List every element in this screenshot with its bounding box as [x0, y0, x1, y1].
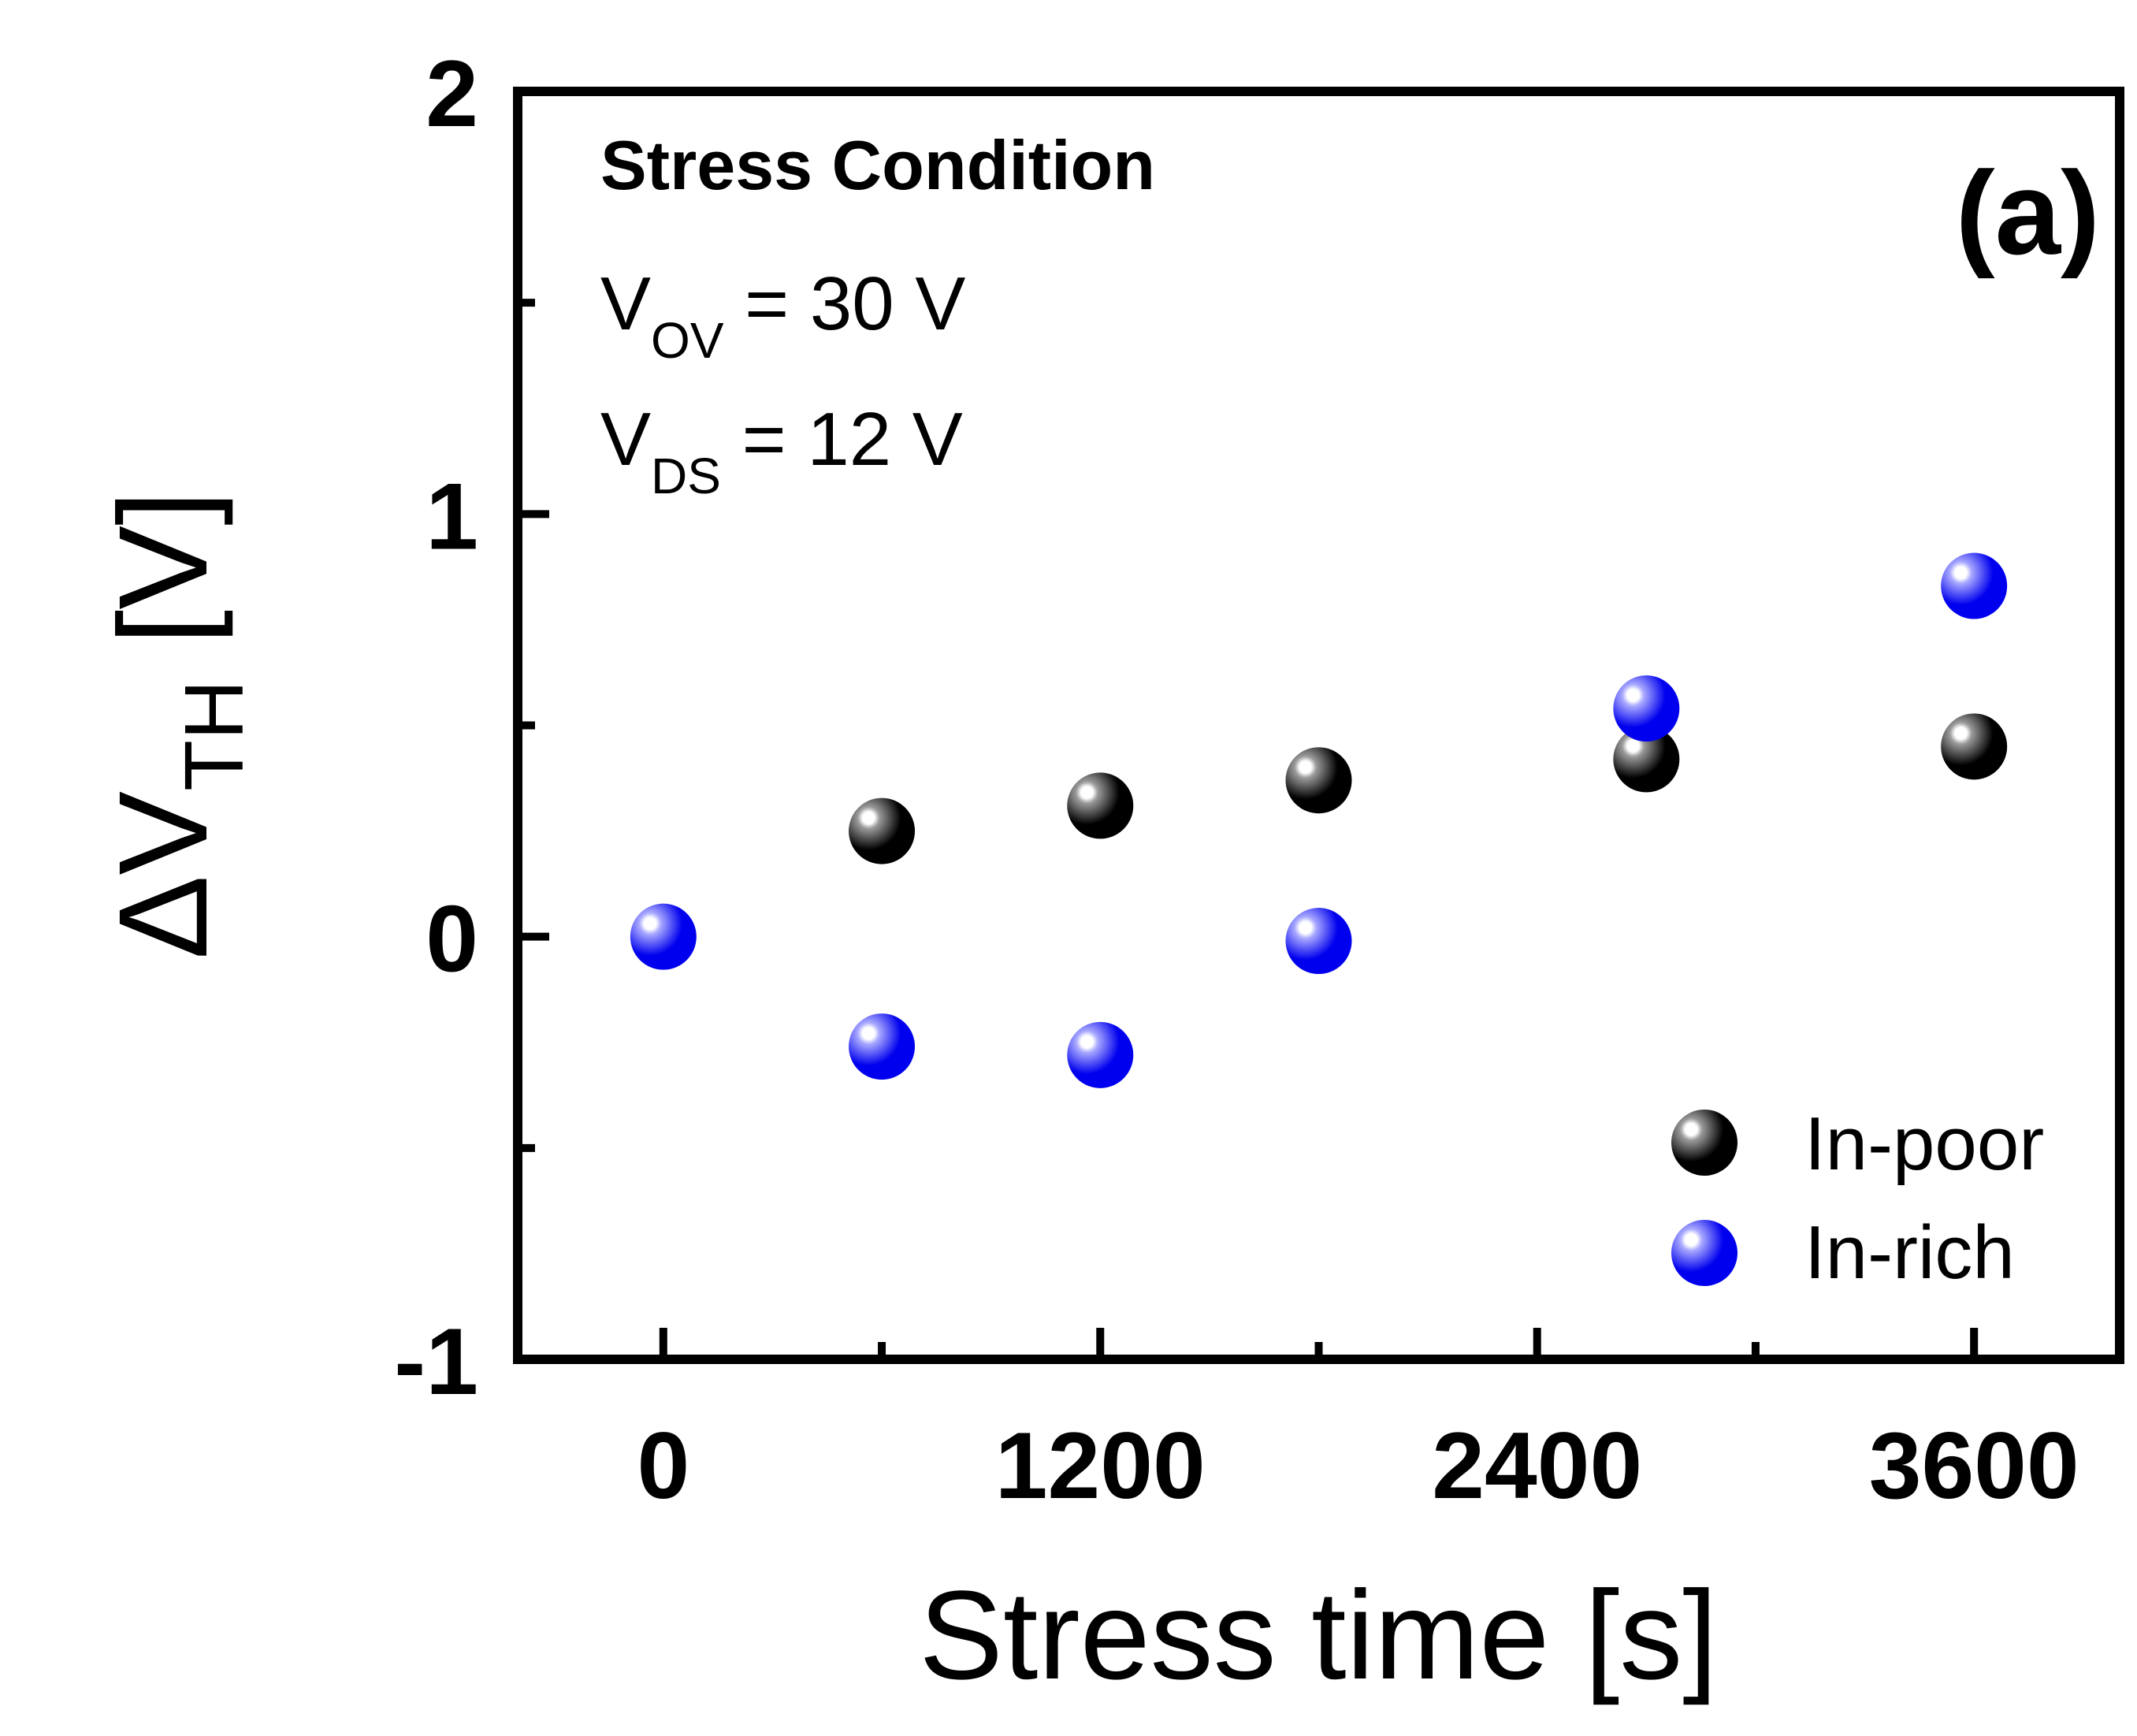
vds-sub: DS: [651, 448, 721, 504]
legend-marker-in-poor: [1671, 1110, 1737, 1176]
data-point-in-rich: [1285, 908, 1352, 975]
vov-main: V: [600, 262, 651, 346]
data-point-in-rich: [1067, 1021, 1134, 1088]
x-axis-title: Stress time [s]: [919, 1564, 1718, 1705]
data-markers: [630, 552, 2008, 1088]
annotation-title: Stress Condition: [600, 126, 1155, 204]
data-point-in-poor: [1067, 772, 1134, 839]
y-axis-title: ΔVTH [V]: [92, 491, 261, 960]
y-tick-label: 0: [426, 887, 478, 992]
legend-marker-in-rich: [1671, 1220, 1737, 1286]
plot-frame: [513, 87, 2124, 1364]
data-point-in-poor: [849, 797, 916, 864]
y-tick-label: -1: [394, 1309, 478, 1414]
vov-rest: = 30 V: [724, 262, 966, 346]
y-title-suffix: [V]: [92, 491, 233, 680]
data-point-in-poor: [1613, 726, 1680, 793]
annotation-vov: VOV = 30 V: [600, 262, 965, 369]
x-tick-label: 3600: [1869, 1413, 2079, 1519]
legend-label-in-poor: In-poor: [1804, 1102, 2044, 1186]
vds-main: V: [600, 397, 651, 481]
data-point-in-poor: [1941, 713, 2008, 780]
data-point-in-rich: [630, 903, 697, 970]
y-tick-label: 2: [426, 41, 478, 147]
data-point-in-rich: [1613, 675, 1680, 742]
panel-label: (a): [1956, 147, 2100, 279]
y-title-sub: TH: [168, 680, 261, 791]
vov-sub: OV: [651, 312, 724, 369]
y-title-prefix: ΔV: [92, 791, 233, 960]
data-point-in-poor: [1285, 747, 1352, 814]
annotation-vds: VDS = 12 V: [600, 397, 963, 504]
vds-rest: = 12 V: [721, 397, 963, 481]
data-point-in-rich: [849, 1013, 916, 1080]
y-tick-label: 1: [426, 463, 478, 569]
axis-tick-labels: -1 0 1 2 0 1200 2400 3600: [394, 41, 2079, 1519]
x-tick-label: 0: [637, 1413, 689, 1519]
x-tick-label: 1200: [995, 1413, 1206, 1519]
data-point-in-rich: [1941, 552, 2008, 619]
x-tick-label: 2400: [1432, 1413, 1642, 1519]
legend: In-poor In-rich: [1671, 1102, 2044, 1295]
legend-label-in-rich: In-rich: [1804, 1210, 2015, 1295]
